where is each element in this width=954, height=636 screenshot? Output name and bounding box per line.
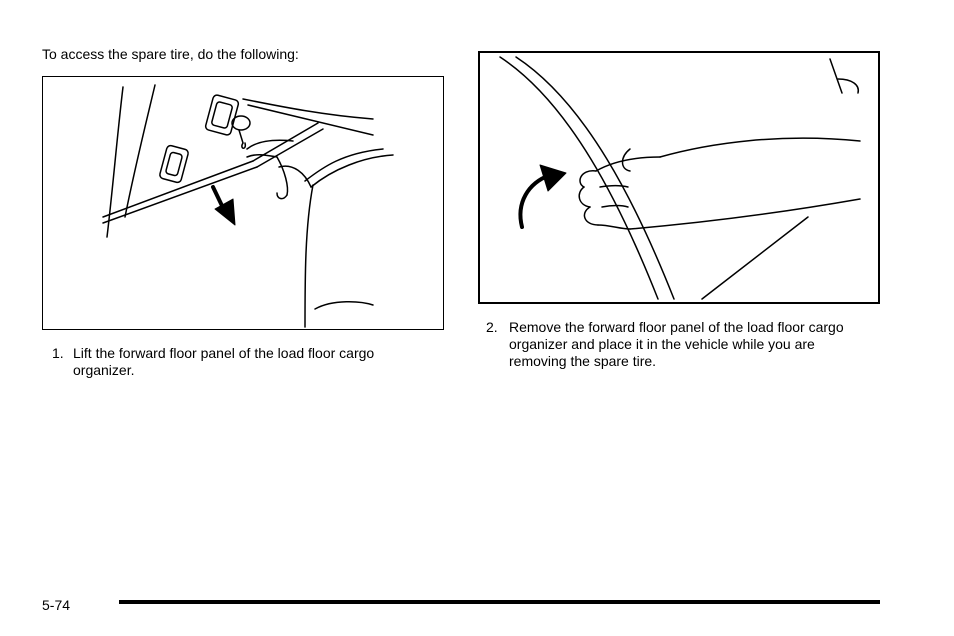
- footer-rule: [119, 600, 880, 604]
- step-1-number: 1.: [52, 345, 64, 361]
- page-number: 5-74: [42, 597, 71, 613]
- illustration-remove-floor-panel: [478, 51, 880, 304]
- step-2-text: Remove the forward floor panel of the lo…: [509, 319, 844, 369]
- step-2-number: 2.: [486, 319, 498, 335]
- illustration-lift-floor-panel: [42, 76, 444, 330]
- step-1-text: Lift the forward floor panel of the load…: [73, 345, 375, 378]
- intro-text: To access the spare tire, do the followi…: [42, 46, 299, 62]
